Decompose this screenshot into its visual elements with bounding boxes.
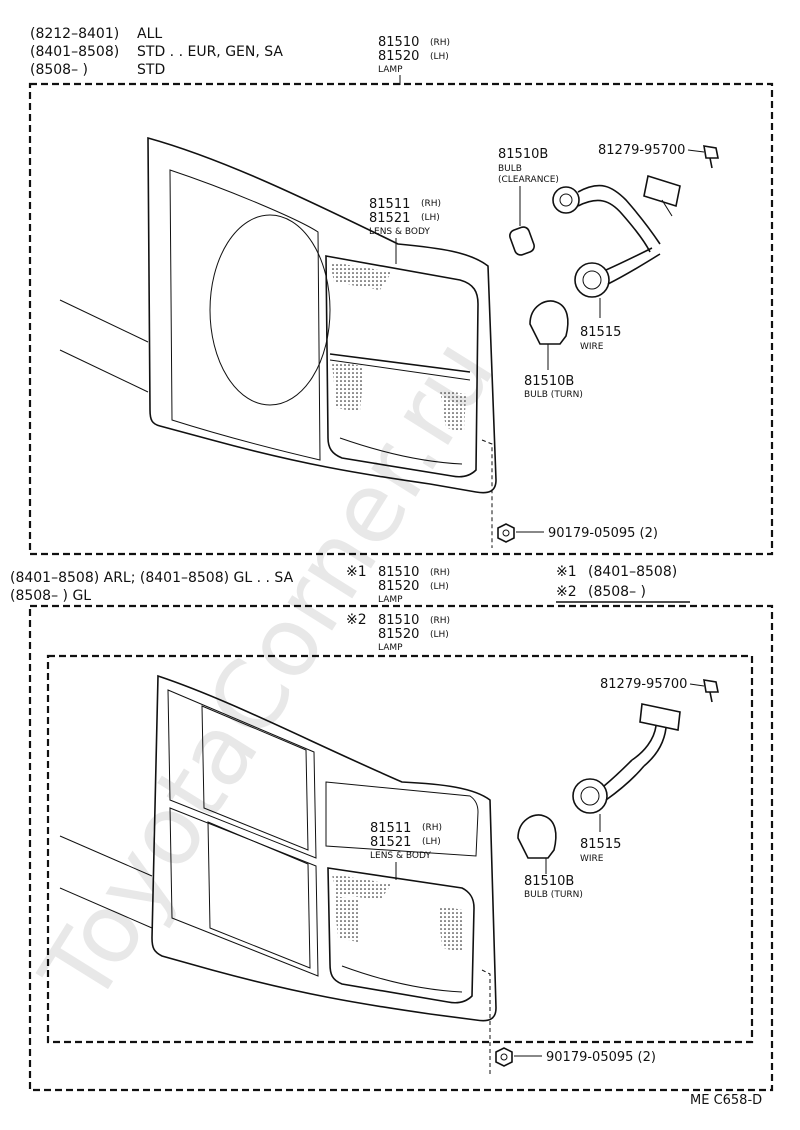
bottom-lens-name: LENS & BODY (370, 851, 431, 861)
bottom-lamp1-label: ※1 81510 (RH) 81520 (LH) LAMP (346, 564, 450, 605)
top-nut-no: 90179-05095 (2) (548, 526, 658, 541)
top-lens-label: 81511 (RH) 81521 (LH) LENS & BODY (369, 197, 441, 264)
top-bulb-clearance-name1: BULB (498, 164, 522, 174)
bottom-header: (8401–8508) ARL; (8401–8508) GL . . SA (… (10, 570, 294, 604)
bottom-lamp2-mark: ※2 (346, 612, 367, 628)
top-screw: 81279-95700 (598, 143, 719, 169)
top-wire-socket: 81515 WIRE (574, 247, 661, 352)
bottom-lamp-drawing (59, 674, 497, 1076)
bottom-lamp2-lh-tag: (LH) (430, 630, 449, 640)
bottom-wire-no: 81515 (580, 837, 621, 852)
bottom-screw-no: 81279-95700 (600, 677, 687, 692)
top-screw-no: 81279-95700 (598, 143, 685, 158)
top-lamp-lh-no: 81520 (378, 49, 419, 64)
bottom-lens-rh-tag: (RH) (422, 823, 442, 833)
footer-code: ME C658-D (690, 1093, 762, 1108)
bottom-lamp2-label: ※2 81510 (RH) 81520 (LH) LAMP (346, 612, 450, 653)
top-lamp-rh-tag: (RH) (430, 38, 450, 48)
bottom-lens-label: 81511 (RH) 81521 (LH) LENS & BODY (370, 821, 442, 880)
bottom-lamp1-rh-no: 81510 (378, 565, 419, 580)
bottom-bulb-turn: 81510B BULB (TURN) (517, 814, 583, 900)
top-lamp-rh-no: 81510 (378, 35, 419, 50)
bottom-lamp2-lh-no: 81520 (378, 627, 419, 642)
top-bulb-turn-no: 81510B (524, 374, 574, 389)
top-lamp-label: 81510 (RH) 81520 (LH) LAMP (378, 35, 450, 75)
top-app-spec-1: ALL (137, 26, 162, 42)
top-bulb-turn: 81510B BULB (TURN) (524, 300, 583, 400)
top-bulb-clearance-name2: (CLEARANCE) (498, 175, 559, 185)
top-lamp-drawing (59, 136, 497, 548)
top-lamp-lh-tag: (LH) (430, 52, 449, 62)
bottom-note1-text: (8401–8508) (588, 564, 677, 580)
top-app-range-2: (8401–8508) (30, 44, 119, 60)
top-bulb-clearance-no: 81510B (498, 147, 548, 162)
top-bulb-turn-name: BULB (TURN) (524, 390, 583, 400)
bottom-bulb-turn-name: BULB (TURN) (524, 890, 583, 900)
bottom-bulb-turn-no: 81510B (524, 874, 574, 889)
top-lens-lh-tag: (LH) (421, 213, 440, 223)
top-lamp-name: LAMP (378, 65, 403, 75)
top-lens-name: LENS & BODY (369, 227, 430, 237)
bottom-wire-name: WIRE (580, 854, 604, 864)
bottom-note2-text: (8508– ) (588, 584, 646, 600)
top-bulb-clearance: 81510B BULB (CLEARANCE) (498, 147, 681, 256)
bottom-outer-frame (28, 604, 774, 1092)
top-app-range-1: (8212–8401) (30, 26, 119, 42)
bottom-nut-no: 90179-05095 (2) (546, 1050, 656, 1065)
top-app-spec-3: STD (137, 62, 165, 78)
top-lens-rh-tag: (RH) (421, 199, 441, 209)
bottom-note2-mark: ※2 (556, 584, 577, 600)
top-app-spec-2: STD . . EUR, GEN, SA (137, 44, 283, 60)
bottom-lens-lh-tag: (LH) (422, 837, 441, 847)
bottom-lamp1-name: LAMP (378, 595, 403, 605)
bottom-lamp2-name: LAMP (378, 643, 403, 653)
bottom-lamp1-lh-no: 81520 (378, 579, 419, 594)
bottom-note1-mark: ※1 (556, 564, 577, 580)
top-wire-name: WIRE (580, 342, 604, 352)
bottom-wire-socket: 81515 WIRE (572, 759, 645, 864)
bottom-app-line-2: (8508– ) GL (10, 588, 91, 604)
bottom-lamp1-mark: ※1 (346, 564, 367, 580)
top-wire-no: 81515 (580, 325, 621, 340)
bottom-lamp1-lh-tag: (LH) (430, 582, 449, 592)
top-nut: 90179-05095 (2) (497, 523, 658, 543)
bottom-lamp2-rh-no: 81510 (378, 613, 419, 628)
top-lens-lh-no: 81521 (369, 211, 410, 226)
bottom-lens-lh-no: 81521 (370, 835, 411, 850)
top-app-range-3: (8508– ) (30, 62, 88, 78)
bottom-app-line-1: (8401–8508) ARL; (8401–8508) GL . . SA (10, 570, 294, 586)
top-lens-rh-no: 81511 (369, 197, 410, 212)
bottom-lamp1-rh-tag: (RH) (430, 568, 450, 578)
bottom-screw: 81279-95700 (600, 677, 719, 767)
bottom-inner-frame (46, 654, 754, 1044)
bottom-notes: ※1 (8401–8508) ※2 (8508– ) (556, 564, 690, 603)
bottom-nut: 90179-05095 (2) (495, 1047, 656, 1067)
bottom-lens-rh-no: 81511 (370, 821, 411, 836)
top-lamp-frame (28, 82, 774, 556)
top-header: (8212–8401) ALL (8401–8508) STD . . EUR,… (30, 26, 283, 78)
bottom-lamp2-rh-tag: (RH) (430, 616, 450, 626)
